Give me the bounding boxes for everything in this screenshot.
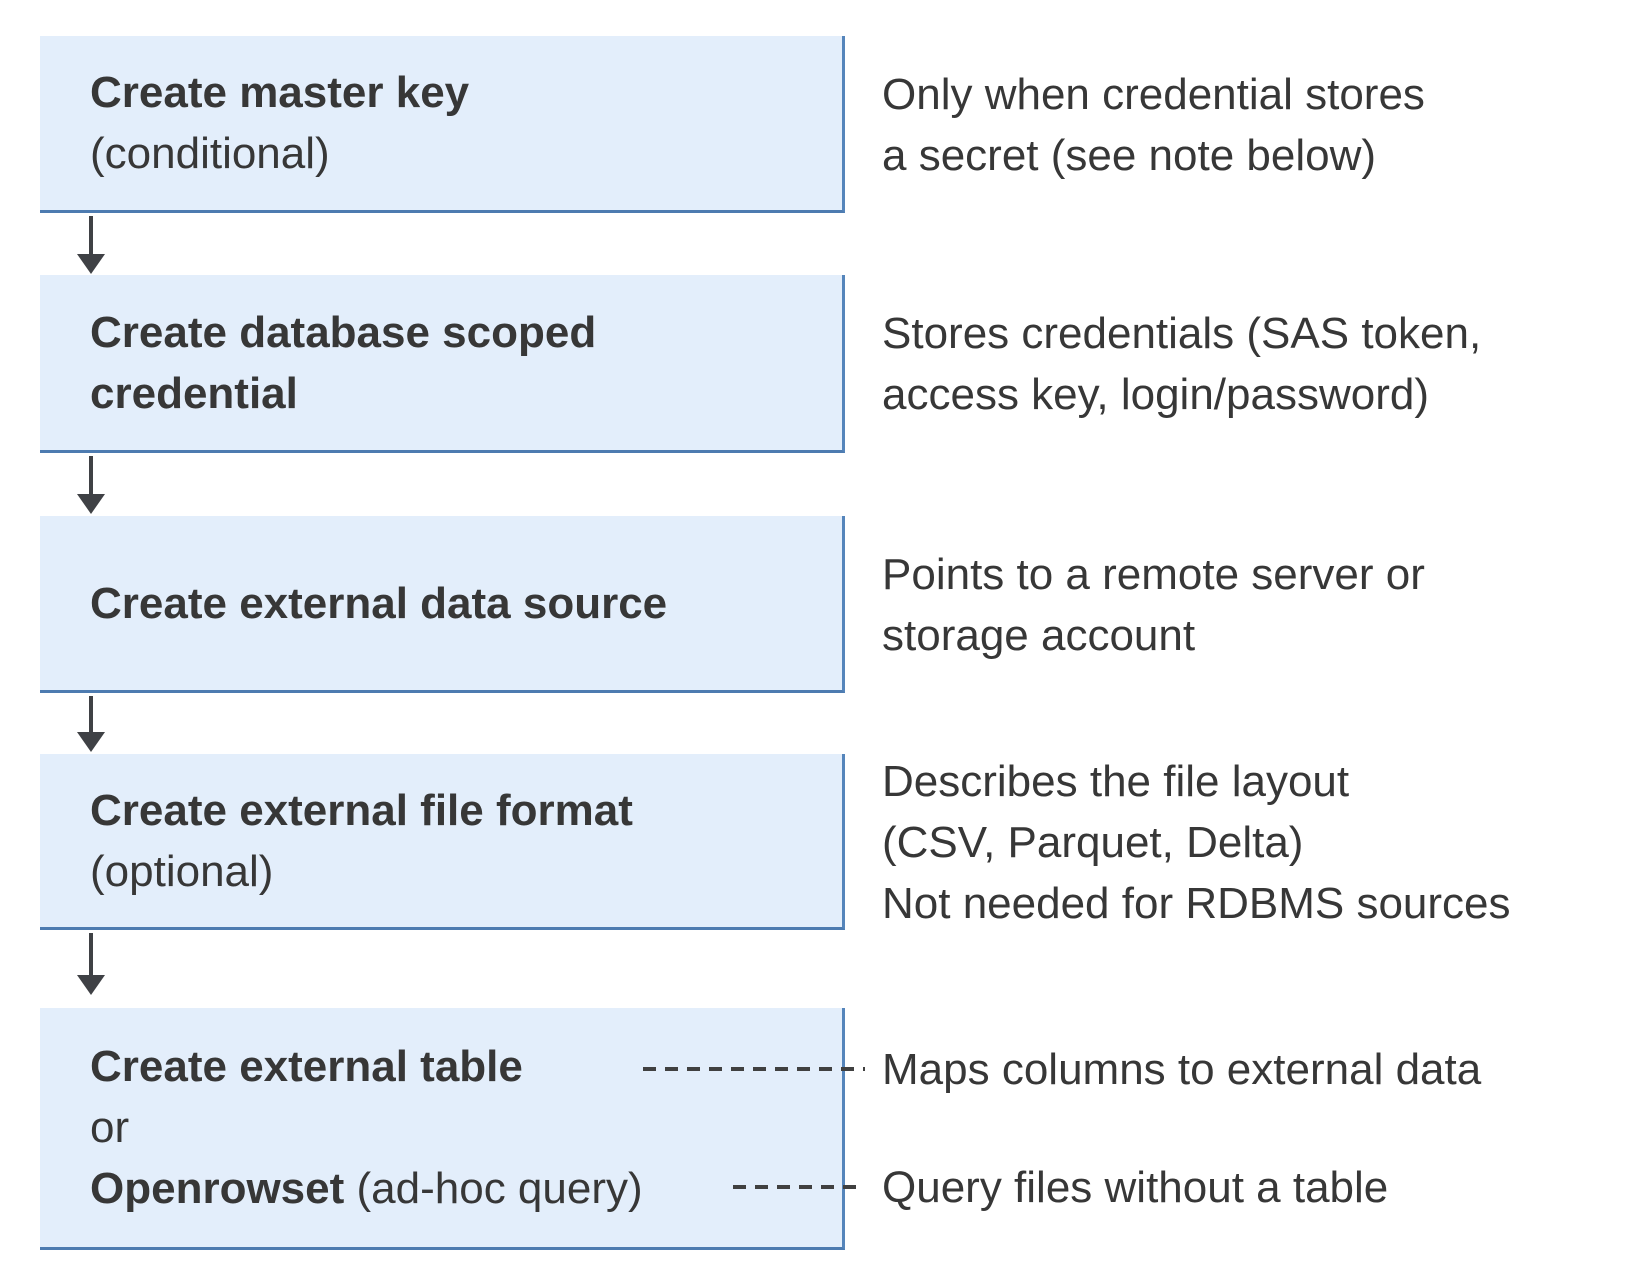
arrow-down-icon xyxy=(77,456,105,514)
box-title: Create external table xyxy=(90,1042,523,1091)
note-external-data-source: Points to a remote server or storage acc… xyxy=(882,516,1622,693)
note-external-file-format: Describes the file layout (CSV, Parquet,… xyxy=(882,751,1622,934)
box-subtitle-line: (conditional) xyxy=(90,123,842,184)
note-line: storage account xyxy=(882,610,1196,660)
box-title-line: Create external table xyxy=(90,1036,842,1097)
note-line: Describes the file layout xyxy=(882,757,1350,806)
note-line: Not needed for RDBMS sources xyxy=(882,879,1511,928)
note-line: access key, login/password) xyxy=(882,370,1429,419)
flow-box-create-external-file-format: Create external file format (optional) xyxy=(40,754,845,930)
box-subtitle-line: (optional) xyxy=(90,841,842,902)
arrow-shaft xyxy=(89,456,93,494)
arrow-head xyxy=(77,494,105,514)
note-external-table: Maps columns to external data xyxy=(882,1039,1622,1100)
box-title: credential xyxy=(90,368,298,418)
note-line: Points to a remote server or xyxy=(882,549,1425,599)
box-title: Openrowset xyxy=(90,1164,345,1213)
box-title-line: Openrowset (ad-hoc query) xyxy=(90,1158,842,1219)
note-line: Maps columns to external data xyxy=(882,1045,1482,1094)
arrow-down-icon xyxy=(77,696,105,752)
dashed-connector-openrowset xyxy=(733,1185,865,1189)
arrow-shaft xyxy=(89,216,93,254)
note-database-scoped-credential: Stores credentials (SAS token, access ke… xyxy=(882,275,1622,453)
box-title-line: Create master key xyxy=(90,62,842,123)
flow-box-create-external-data-source: Create external data source xyxy=(40,516,845,693)
box-title-suffix: (ad-hoc query) xyxy=(344,1164,643,1213)
box-title: Create database scoped xyxy=(90,307,597,357)
arrow-shaft xyxy=(89,933,93,975)
note-openrowset: Query files without a table xyxy=(882,1157,1622,1218)
or-label: or xyxy=(90,1103,130,1152)
flow-box-create-database-scoped-credential: Create database scoped credential xyxy=(40,275,845,453)
note-line: a secret (see note below) xyxy=(882,130,1377,180)
box-title-line: Create external data source xyxy=(90,573,842,634)
dashed-connector-external-table xyxy=(643,1067,865,1071)
box-title: Create external file format xyxy=(90,785,633,835)
flow-box-create-external-table-or-openrowset: Create external table or Openrowset (ad-… xyxy=(40,1008,845,1250)
note-line: Stores credentials (SAS token, xyxy=(882,309,1482,358)
box-title: Create master key xyxy=(90,68,470,117)
arrow-down-icon xyxy=(77,216,105,274)
note-line: (CSV, Parquet, Delta) xyxy=(882,818,1304,867)
arrow-head xyxy=(77,254,105,274)
note-master-key: Only when credential stores a secret (se… xyxy=(882,36,1622,213)
flow-box-create-master-key: Create master key (conditional) xyxy=(40,36,845,213)
note-line: Query files without a table xyxy=(882,1163,1389,1212)
arrow-head xyxy=(77,732,105,752)
arrow-down-icon xyxy=(77,933,105,995)
box-title: Create external data source xyxy=(90,578,668,628)
box-title-line: Create external file format xyxy=(90,780,842,841)
box-subtitle: (conditional) xyxy=(90,129,330,178)
box-title-line: Create database scoped xyxy=(90,302,842,363)
box-or-line: or xyxy=(90,1097,842,1158)
note-line: Only when credential stores xyxy=(882,69,1425,119)
arrow-shaft xyxy=(89,696,93,732)
arrow-head xyxy=(77,975,105,995)
box-subtitle: (optional) xyxy=(90,846,274,896)
box-title-line: credential xyxy=(90,363,842,424)
